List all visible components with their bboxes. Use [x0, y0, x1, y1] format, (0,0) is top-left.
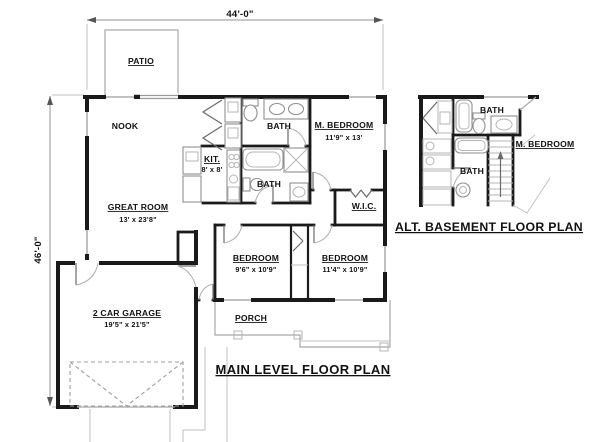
bedroom-left-size: 9'6" x 10'9" — [235, 265, 276, 274]
toilet-fixture — [455, 182, 471, 198]
exterior-walls — [56, 95, 387, 409]
bath-lower-label: BATH — [257, 179, 281, 189]
alt-fixtures — [422, 99, 518, 206]
vanity-sink-fixture — [490, 115, 518, 134]
fixtures — [69, 97, 309, 407]
shelf-fixture — [437, 100, 453, 134]
interior-walls — [200, 95, 387, 302]
cabinet-fixture — [422, 138, 452, 154]
dimension-lines — [47, 17, 384, 408]
bedroom-right-label: BEDROOM — [322, 253, 368, 263]
wic-label: W.I.C. — [352, 201, 377, 211]
cabinet-fixture — [182, 175, 202, 203]
cabinet-fixture — [422, 170, 452, 188]
kitchen-size: 8' x 8' — [201, 165, 222, 174]
great-room-size: 13' x 23'8" — [119, 215, 157, 224]
closet-bifold-door — [422, 101, 438, 135]
laundry-bifold-door — [201, 99, 223, 151]
alt-walls — [418, 95, 539, 207]
patio-label: PATIO — [128, 56, 154, 66]
kitchen-label: KIT. — [204, 154, 220, 164]
closet-bifold-door — [292, 230, 304, 252]
porch-and-walkways — [89, 300, 391, 442]
alt-bath-lower-label: BATH — [460, 166, 484, 176]
bathtub-fixture — [242, 148, 284, 171]
bathtub-fixture — [454, 137, 489, 154]
width-dimension-label: 44'-0" — [226, 9, 253, 20]
porch-label: PORCH — [235, 313, 267, 323]
bath-upper-label: BATH — [267, 121, 291, 131]
bedroom-right-size: 11'4" x 10'9" — [322, 265, 367, 274]
garage-door-fixture — [69, 361, 184, 407]
alt-windows — [484, 94, 528, 100]
main-level-plan: 44'-0" 46'-0" PATIO NOOK BATH M. BEDROOM… — [33, 9, 391, 442]
cabinet-fixture — [422, 154, 452, 170]
height-dimension-label: 46'-0" — [33, 236, 44, 263]
master-bedroom-size: 11'9" x 13' — [325, 133, 362, 142]
nook-label: NOOK — [112, 121, 139, 131]
alt-doors — [422, 101, 472, 189]
alt-basement-plan: BATH M. BEDROOM BATH ALT. BASEMENT FLOOR… — [395, 94, 583, 234]
wic-bifold-door — [349, 189, 373, 198]
main-plan-title: MAIN LEVEL FLOOR PLAN — [216, 362, 391, 377]
alt-bath-upper-label: BATH — [480, 105, 504, 115]
bathtub-fixture — [455, 99, 473, 133]
alt-plan-title: ALT. BASEMENT FLOOR PLAN — [395, 220, 583, 234]
toilet-fixture — [242, 177, 251, 192]
garage-label: 2 CAR GARAGE — [93, 308, 161, 318]
vanity-sink-fixture — [289, 182, 309, 202]
master-bedroom-label: M. BEDROOM — [315, 120, 374, 130]
bedroom-left-label: BEDROOM — [233, 253, 279, 263]
cabinet-fixture — [422, 188, 452, 206]
doors — [75, 99, 373, 301]
alt-master-bedroom-label: M. BEDROOM — [516, 139, 575, 149]
garage-size: 19'5" x 21'5" — [104, 320, 149, 329]
alt-stairs — [488, 134, 551, 214]
dryer-fixture — [224, 123, 242, 149]
washer-fixture — [224, 97, 242, 123]
windows — [84, 93, 388, 303]
great-room-label: GREAT ROOM — [108, 202, 169, 212]
